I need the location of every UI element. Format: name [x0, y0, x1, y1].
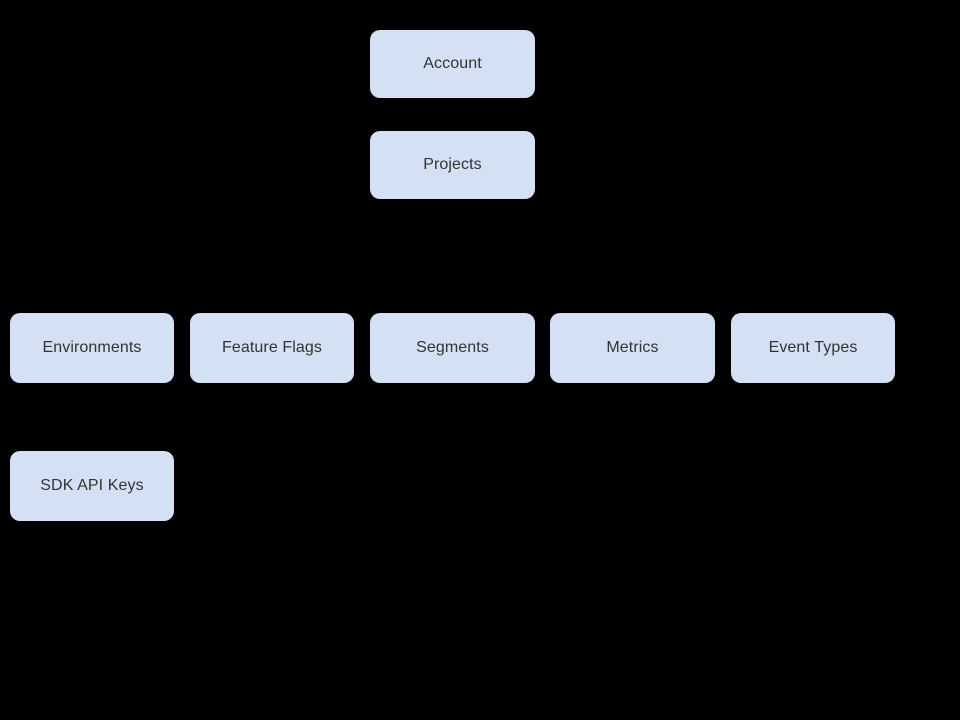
- node-label-sdk-api-keys: SDK API Keys: [40, 477, 144, 494]
- node-account[interactable]: Account: [370, 30, 535, 98]
- node-projects[interactable]: Projects: [370, 131, 535, 199]
- node-label-account: Account: [423, 55, 482, 72]
- node-metrics[interactable]: Metrics: [550, 313, 715, 383]
- node-label-metrics: Metrics: [606, 339, 659, 356]
- node-sdk-api-keys[interactable]: SDK API Keys: [10, 451, 174, 521]
- node-feature-flags[interactable]: Feature Flags: [190, 313, 354, 383]
- node-label-projects: Projects: [423, 156, 482, 173]
- node-label-environments: Environments: [42, 339, 142, 356]
- node-segments[interactable]: Segments: [370, 313, 535, 383]
- node-event-types[interactable]: Event Types: [731, 313, 895, 383]
- node-label-event-types: Event Types: [768, 339, 858, 356]
- node-environments[interactable]: Environments: [10, 313, 174, 383]
- node-label-feature-flags: Feature Flags: [221, 339, 322, 356]
- node-label-segments: Segments: [416, 339, 489, 356]
